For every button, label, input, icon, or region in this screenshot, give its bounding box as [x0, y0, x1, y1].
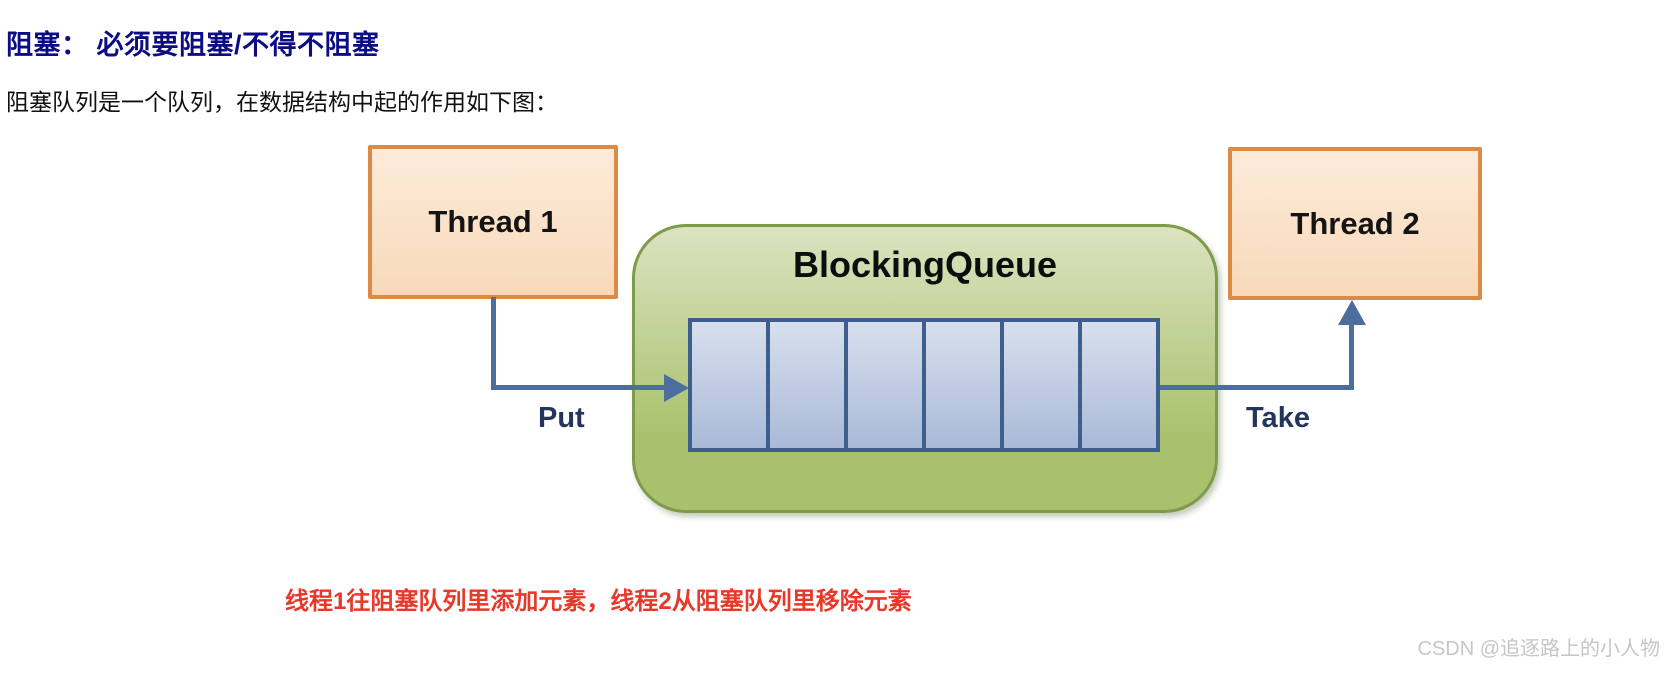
queue-slot [688, 318, 770, 452]
queue-slot [1078, 318, 1160, 452]
caption-text: 线程1往阻塞队列里添加元素，线程2从阻塞队列里移除元素 [285, 588, 912, 615]
thread1-label: Thread 1 [428, 204, 558, 239]
blocking-queue-box: BlockingQueue [632, 224, 1218, 513]
thread1-box: Thread 1 [368, 145, 618, 299]
thread2-label: Thread 2 [1290, 205, 1420, 241]
put-arrow-vertical-segment [491, 297, 496, 389]
queue-slots [688, 318, 1160, 452]
page-title: 阻塞： 必须要阻塞/不得不阻塞 [6, 30, 380, 61]
take-label: Take [1246, 402, 1310, 434]
take-arrowhead-icon [1338, 300, 1366, 325]
take-arrow-vertical-segment [1349, 320, 1354, 390]
blocking-queue-title: BlockingQueue [792, 244, 1058, 285]
put-label: Put [538, 402, 585, 434]
intro-text: 阻塞队列是一个队列，在数据结构中起的作用如下图： [6, 89, 558, 115]
watermark: CSDN @追逐路上的小人物 [1417, 638, 1660, 660]
put-arrow-horizontal-segment [491, 385, 667, 390]
queue-slot [766, 318, 848, 452]
put-arrowhead-icon [664, 374, 689, 402]
queue-slot [844, 318, 926, 452]
queue-slot [1000, 318, 1082, 452]
take-arrow-horizontal-segment [1160, 385, 1354, 390]
queue-slot [922, 318, 1004, 452]
thread2-box: Thread 2 [1228, 147, 1482, 300]
